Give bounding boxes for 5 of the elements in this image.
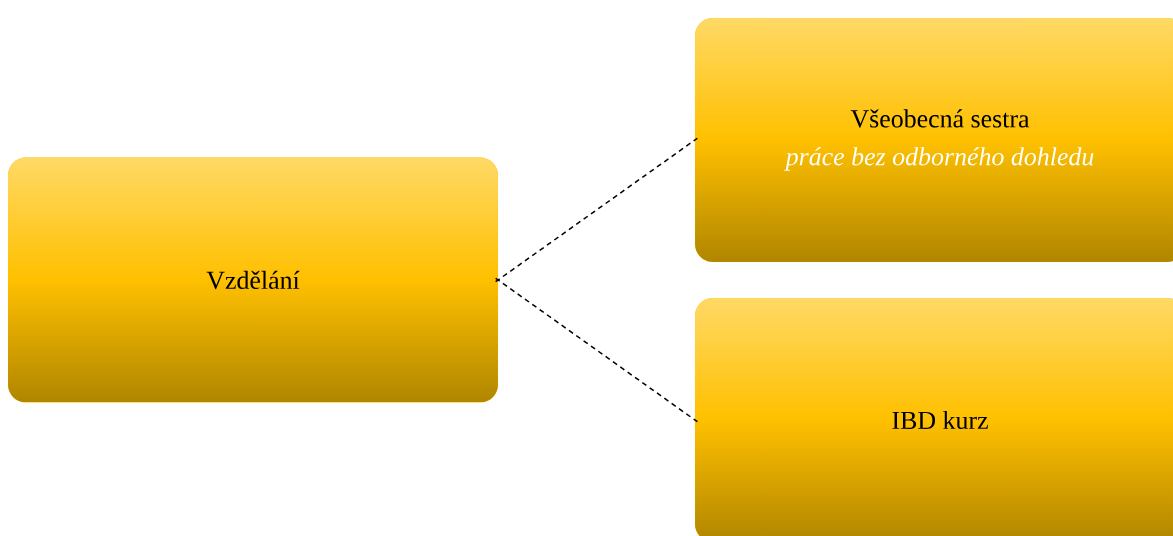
rounded-box: IBD kurz [694, 297, 1173, 536]
rounded-box: Všeobecná sestra práce bez odborného dohledu [694, 17, 1173, 263]
connector-line [494, 137, 699, 283]
connector-line [494, 277, 699, 423]
rounded-box: Vzdělání [7, 157, 499, 403]
